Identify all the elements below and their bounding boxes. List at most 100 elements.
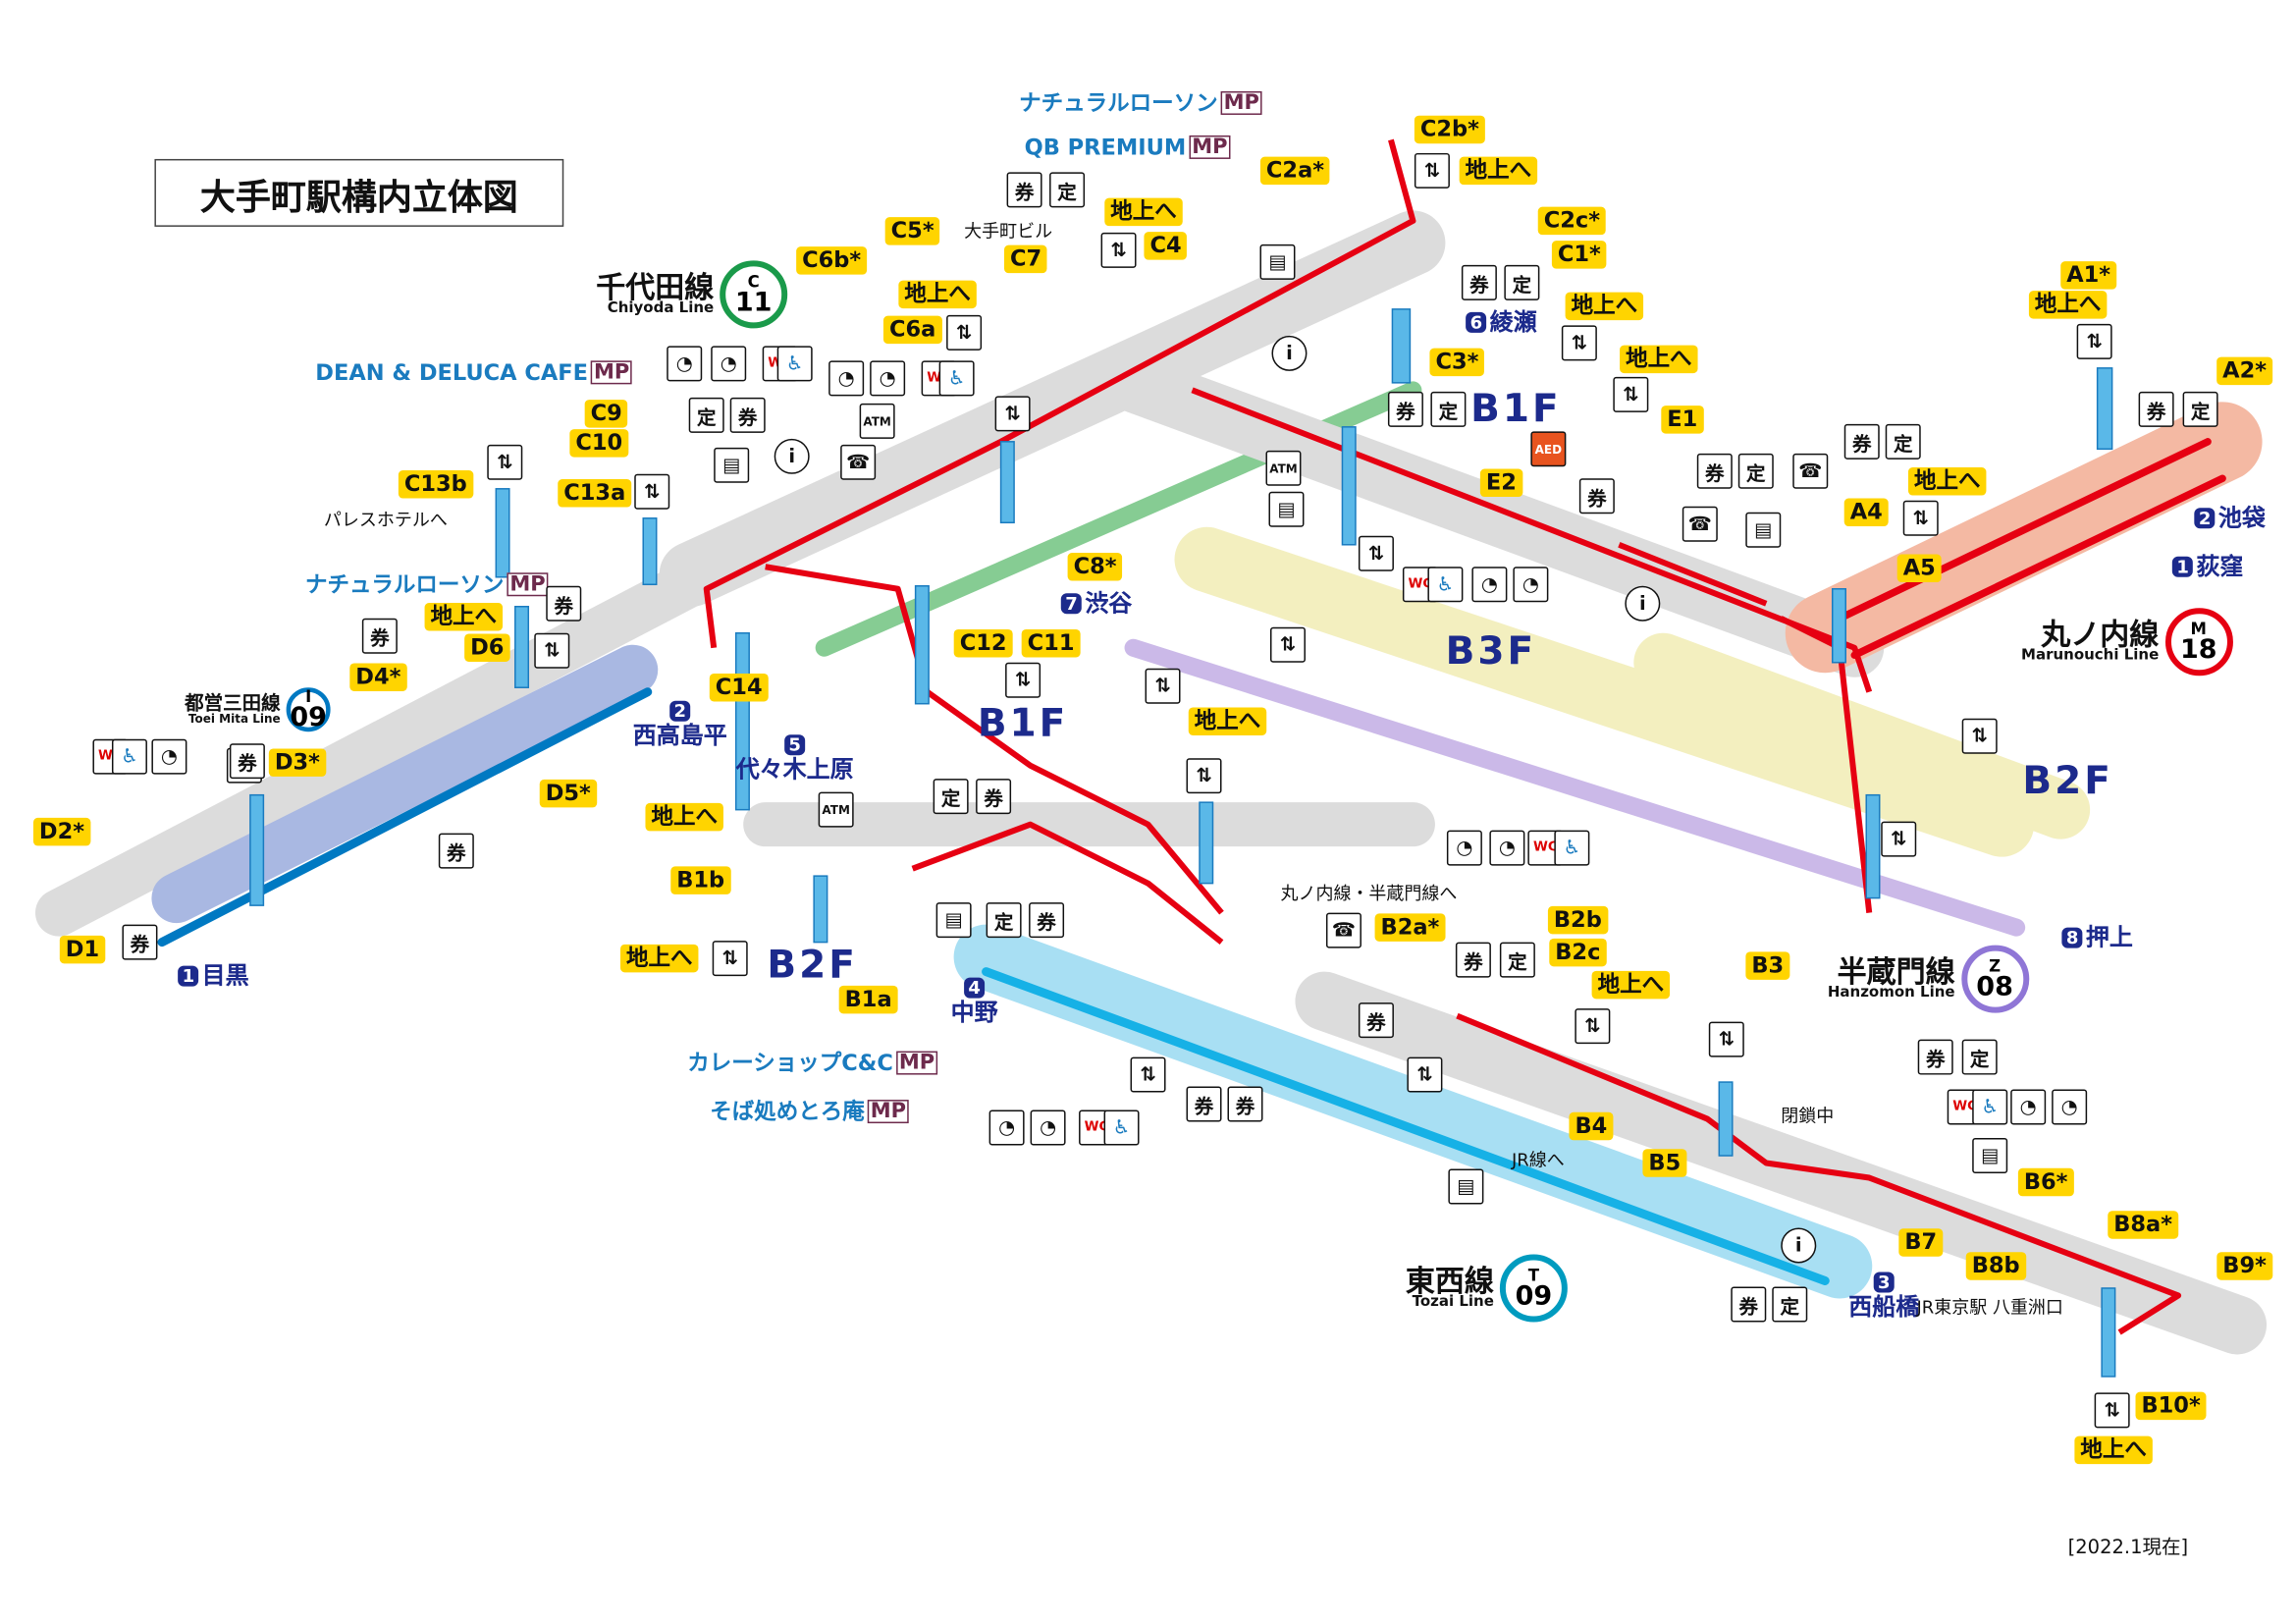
elevator-icon: ⇅ (1005, 662, 1041, 698)
exit-label-to-street[interactable]: 地上へ (1565, 292, 1644, 321)
pass-icon: 定 (1961, 1039, 1998, 1075)
exit-label-C14[interactable]: C14 (709, 673, 769, 702)
exit-label-B2b[interactable]: B2b (1547, 905, 1608, 935)
exit-label-to-street[interactable]: 地上へ (1907, 467, 1987, 496)
exit-label-C2b[interactable]: C2b* (1414, 115, 1485, 144)
exit-label-to-street[interactable]: 地上へ (645, 802, 723, 832)
exit-label-B8b[interactable]: B8b (1965, 1252, 2026, 1280)
exit-label-B1b[interactable]: B1b (670, 866, 731, 894)
exit-label-A5[interactable]: A5 (1896, 554, 1942, 583)
mp-badge: MP (1189, 135, 1231, 159)
nursing-icon: ◔ (151, 738, 187, 775)
ticket-icon: 券 (2138, 391, 2174, 427)
accessible-icon: ♿ (1972, 1089, 2008, 1125)
exit-label-B9[interactable]: B9* (2216, 1252, 2272, 1280)
elevator-icon: ⇅ (1575, 1008, 1611, 1045)
direction-destination: 中野 (950, 998, 998, 1027)
direction-destination: 荻窪 (2196, 552, 2244, 580)
exit-label-B8a[interactable]: B8a* (2108, 1211, 2178, 1239)
direction-destination: 西船橋 (1848, 1292, 1920, 1321)
exit-label-B3[interactable]: B3 (1745, 951, 1790, 980)
direction-destination: 代々木上原 (735, 755, 854, 784)
direction-number: 2 (2194, 508, 2216, 529)
exit-label-to-street[interactable]: 地上へ (1620, 345, 1698, 374)
exit-label-B2c[interactable]: B2c (1549, 938, 1607, 967)
line-name-ja: 都営三田線 (185, 692, 281, 715)
mita-track (157, 687, 653, 947)
exit-label-C10[interactable]: C10 (569, 429, 629, 458)
exit-label-D5[interactable]: D5* (539, 779, 597, 808)
exit-label-B1a[interactable]: B1a (838, 985, 898, 1014)
exit-label-to-street[interactable]: 地上へ (1591, 970, 1671, 1000)
locker-icon: ▤ (1259, 244, 1296, 280)
exit-label-B5[interactable]: B5 (1642, 1149, 1687, 1177)
floor-label: B2F (767, 944, 858, 989)
ticket-icon: 券 (729, 397, 766, 433)
mp-badge: MP (591, 360, 633, 385)
exit-label-B4[interactable]: B4 (1569, 1111, 1614, 1141)
mp-badge: MP (1220, 90, 1262, 115)
exit-label-B7[interactable]: B7 (1898, 1228, 1944, 1257)
direction-destination: 渋谷 (1085, 588, 1133, 618)
exit-label-B2a[interactable]: B2a* (1374, 913, 1446, 942)
exit-label-to-street[interactable]: 地上へ (898, 280, 977, 309)
exit-label-D4[interactable]: D4* (349, 663, 407, 691)
exit-label-C13a[interactable]: C13a (558, 479, 632, 508)
phone-icon: ☎ (840, 444, 877, 480)
exit-label-to-street[interactable]: 地上へ (1459, 156, 1538, 186)
floor-label: B3F (1445, 629, 1537, 675)
exit-label-C2a[interactable]: C2a* (1259, 156, 1331, 186)
exit-label-to-street[interactable]: 地上へ (619, 944, 699, 973)
exit-label-A1[interactable]: A1* (2060, 261, 2117, 290)
exit-label-C4[interactable]: C4 (1144, 232, 1188, 260)
exit-label-B6[interactable]: B6* (2017, 1167, 2074, 1197)
exit-label-B10[interactable]: B10* (2135, 1391, 2207, 1421)
exit-label-C1[interactable]: C1* (1551, 241, 1607, 269)
direction-number: 4 (963, 977, 986, 999)
exit-label-C11[interactable]: C11 (1021, 628, 1081, 658)
exit-label-to-street[interactable]: 地上へ (1104, 197, 1183, 227)
exit-label-C7[interactable]: C7 (1004, 244, 1048, 274)
exit-label-to-street[interactable]: 地上へ (2028, 291, 2108, 319)
exit-label-D2[interactable]: D2* (32, 817, 91, 846)
exit-label-to-street[interactable]: 地上へ (2074, 1435, 2153, 1465)
exit-label-to-street[interactable]: 地上へ (1188, 707, 1267, 735)
exit-label-C3[interactable]: C3* (1429, 348, 1485, 377)
exit-label-C2c[interactable]: C2c* (1537, 206, 1606, 236)
exit-label-A4[interactable]: A4 (1843, 498, 1889, 527)
accessible-icon: ♿ (1103, 1110, 1140, 1146)
elevator-icon: ⇅ (1561, 325, 1597, 361)
line-number: 18 (2179, 633, 2217, 665)
exit-label-E2[interactable]: E2 (1479, 468, 1522, 498)
line-name-en: Toei Mita Line (187, 711, 281, 726)
floor-label: B1F (977, 702, 1069, 747)
exit-label-C9[interactable]: C9 (584, 400, 628, 428)
exit-label-D6[interactable]: D6 (464, 633, 510, 662)
exit-label-D1[interactable]: D1 (59, 935, 106, 964)
exit-label-C6a[interactable]: C6a (882, 315, 942, 345)
line-number: 09 (1515, 1279, 1553, 1312)
exit-label-to-street[interactable]: 地上へ (424, 603, 504, 631)
exit-label-D3[interactable]: D3* (268, 748, 326, 777)
exit-label-C5[interactable]: C5* (884, 217, 940, 245)
exit-label-C8[interactable]: C8* (1067, 553, 1123, 581)
exit-label-E1[interactable]: E1 (1661, 406, 1704, 434)
exit-label-C12[interactable]: C12 (953, 628, 1013, 658)
elevator-shafts (249, 308, 2116, 1378)
nursing-icon: ◔ (1513, 567, 1549, 603)
exit-label-C6b[interactable]: C6b* (796, 246, 868, 275)
exit-label-C13b[interactable]: C13b (398, 470, 473, 499)
info-icon: i (1271, 335, 1308, 371)
exit-label-A2[interactable]: A2* (2216, 356, 2272, 386)
direction-destination: 池袋 (2217, 503, 2266, 532)
